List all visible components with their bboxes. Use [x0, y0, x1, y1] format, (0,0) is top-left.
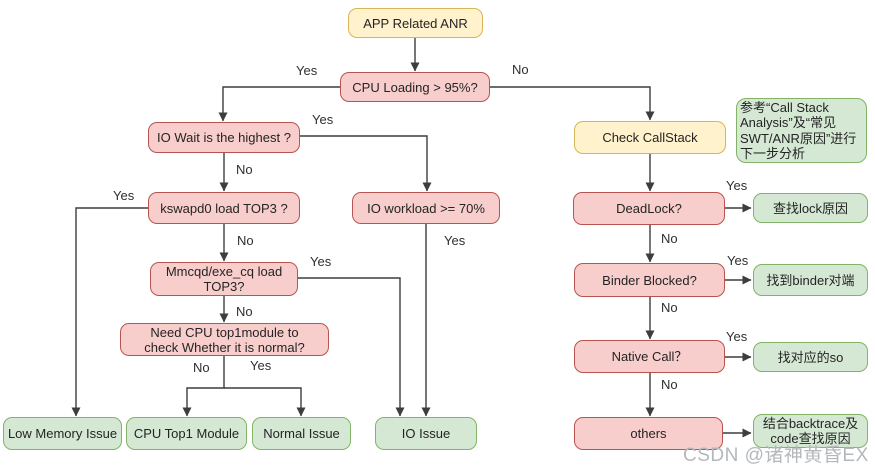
node-callstack-note-line: SWT/ANR原因”进行: [740, 130, 857, 146]
node-need-cpu-top1-line: check Whether it is normal?: [144, 339, 305, 355]
node-find-lock-reason: 查找lock原因: [753, 193, 868, 223]
edge-need-cpu-no-to-cpu-top1: [182, 356, 225, 417]
edge-cpu-yes-to-io-wait: [218, 86, 340, 122]
edge-label-binder-yes: Yes: [727, 253, 749, 268]
node-cpu-loading: CPU Loading > 95%?: [340, 72, 490, 102]
node-need-cpu-top1-line: Need CPU top1module to: [150, 324, 299, 340]
node-callstack-note-line: 下一步分析: [740, 146, 806, 161]
edge-label-deadlock-no: No: [661, 231, 678, 246]
node-kswapd0-load: kswapd0 load TOP3 ?: [148, 192, 300, 224]
edge-label-native-no: No: [661, 377, 678, 392]
node-backtrace-code-line: code查找原因: [770, 431, 851, 446]
node-callstack-note-line: 参考“Call Stack: [740, 99, 829, 115]
edge-label-binder-no: No: [661, 300, 678, 315]
node-check-callstack: Check CallStack: [574, 121, 726, 154]
node-backtrace-code-line: 结合backtrace及: [762, 416, 859, 431]
node-mmcqd-load-line: Mmcqd/exe_cq load: [165, 264, 283, 279]
node-io-issue: IO Issue: [375, 417, 477, 450]
node-normal-issue: Normal Issue: [252, 417, 351, 450]
edge-label-io-wait-yes: Yes: [312, 112, 334, 127]
node-mmcqd-load-line: TOP3?: [203, 279, 245, 294]
edge-need-cpu-yes-to-normal: [224, 387, 306, 417]
edge-label-deadlock-yes: Yes: [726, 178, 748, 193]
csdn-watermark: CSDN @诸神黄昏EX: [683, 445, 869, 466]
node-cpu-top1-module: CPU Top1 Module: [126, 417, 247, 450]
edge-label-cpu-loading-yes: Yes: [296, 63, 318, 78]
node-others: others: [574, 417, 723, 450]
edge-label-mmcqd-no: No: [236, 304, 253, 319]
node-native-call: Native Call？: [574, 340, 725, 373]
edge-label-need-cpu-yes: Yes: [250, 358, 272, 373]
edge-label-io-workload-yes: Yes: [444, 233, 466, 248]
edge-mmcqd-yes-to-io-issue: [298, 277, 405, 417]
node-low-memory-issue: Low Memory Issue: [3, 417, 122, 450]
node-callstack-note-line: Analysis”及“常见: [740, 115, 837, 130]
edge-label-need-cpu-no: No: [193, 360, 210, 375]
node-io-wait-highest: IO Wait is the highest ?: [148, 122, 300, 153]
edge-label-mmcqd-yes: Yes: [310, 254, 332, 269]
edge-kswapd0-yes-to-low-memory: [71, 207, 148, 417]
node-find-binder-peer: 找到binder对端: [753, 264, 868, 296]
edge-label-io-wait-no: No: [236, 162, 253, 177]
edge-io-wait-yes-to-io-workload: [300, 135, 432, 192]
edge-label-kswapd0-no: No: [237, 233, 254, 248]
node-app-related-anr: APP Related ANR: [348, 8, 483, 38]
edge-cpu-no-to-check-callstack: [490, 86, 655, 121]
node-find-so: 找对应的so: [753, 342, 868, 372]
edge-label-native-yes: Yes: [726, 329, 748, 344]
node-binder-blocked: Binder Blocked?: [574, 263, 725, 297]
node-deadlock: DeadLock?: [573, 192, 725, 225]
edge-label-kswapd0-yes: Yes: [113, 188, 135, 203]
edge-label-cpu-loading-no: No: [512, 62, 529, 77]
node-io-workload: IO workload >= 70%: [352, 192, 500, 224]
